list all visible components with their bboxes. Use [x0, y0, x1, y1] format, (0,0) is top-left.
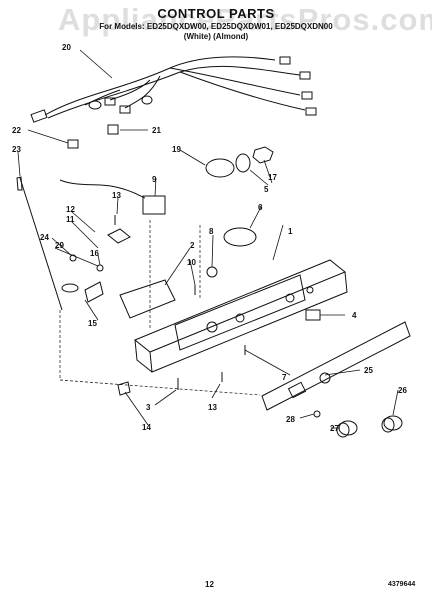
callout-label: 8 [209, 227, 214, 236]
cold-control-thermostat [142, 195, 166, 215]
color-variants: (White) (Almond) [183, 32, 249, 41]
callout-label: 6 [258, 203, 263, 212]
lamp-socket [235, 153, 251, 173]
clip-part [67, 139, 79, 149]
callout-label: 11 [66, 215, 75, 224]
callout-label: 27 [330, 424, 339, 433]
callout-label: 14 [142, 423, 151, 432]
washer [313, 410, 321, 418]
callout-label: 10 [187, 258, 196, 267]
callout-label: 12 [66, 205, 75, 214]
document-number: 4379644 [388, 581, 416, 588]
damper-control [223, 227, 257, 247]
diagram-title: CONTROL PARTS [157, 6, 275, 21]
callout-label: 9 [152, 175, 157, 184]
callout-label: 21 [152, 126, 161, 135]
control-knob [381, 415, 403, 433]
callout-label: 26 [398, 386, 407, 395]
rod-part [19, 177, 63, 311]
control-knob [336, 420, 358, 438]
grommet [206, 266, 218, 278]
callout-label: 22 [12, 126, 21, 135]
callout-label: 5 [264, 185, 269, 194]
callout-label: 13 [208, 403, 217, 412]
callout-label: 1 [288, 227, 293, 236]
callout-label: 25 [364, 366, 373, 375]
callout-label: 24 [40, 233, 49, 242]
callout-label: 3 [146, 403, 151, 412]
callout-label: 19 [172, 145, 181, 154]
callout-labels: 1 2 3 4 5 6 7 8 9 10 11 12 13 13 14 15 1… [12, 43, 407, 433]
watermark-text: AppliancePartsPros.com [58, 2, 432, 37]
callout-label: 13 [112, 191, 121, 200]
callout-label: 16 [90, 249, 99, 258]
callout-label: 28 [286, 415, 295, 424]
switch-part [305, 309, 321, 321]
callout-label: 4 [352, 311, 357, 320]
control-panel [261, 321, 411, 411]
callout-label: 29 [55, 241, 64, 250]
page-number: 12 [205, 580, 214, 589]
callout-label: 15 [88, 319, 97, 328]
model-numbers: For Models: ED25DQXDW00, ED25DQXDW01, ED… [99, 22, 333, 31]
callout-label: 7 [282, 373, 287, 382]
socket-holder [252, 146, 274, 164]
callout-label: 2 [190, 241, 195, 250]
clip-part [107, 124, 119, 135]
control-housing [134, 259, 348, 373]
wiring-harness [30, 56, 317, 123]
callout-label: 23 [12, 145, 21, 154]
callout-label: 17 [268, 173, 277, 182]
callout-label: 20 [62, 43, 71, 52]
light-bulb [205, 158, 235, 178]
